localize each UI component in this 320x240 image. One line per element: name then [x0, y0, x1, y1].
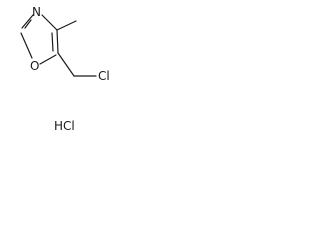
bond-n3-c2 — [21, 14, 34, 29]
bond-o1-c5 — [39, 54, 57, 65]
bond-c4-methyl — [56, 20, 77, 31]
bond-c5-c4-inner — [51, 32, 54, 52]
bond-c5-c4 — [56, 29, 59, 54]
bond-c2-o1 — [20, 32, 33, 59]
bond-c4-n3 — [41, 14, 58, 31]
bond-c5-ch2 — [57, 52, 75, 77]
bond-n3-c2-inner — [24, 19, 32, 29]
oxygen-label: O — [30, 59, 39, 73]
chlorine-label: Cl — [98, 69, 110, 83]
chemical-structure: N O Cl HCl — [20, 5, 110, 133]
nitrogen-label: N — [32, 5, 41, 19]
salt-label: HCl — [54, 119, 75, 133]
